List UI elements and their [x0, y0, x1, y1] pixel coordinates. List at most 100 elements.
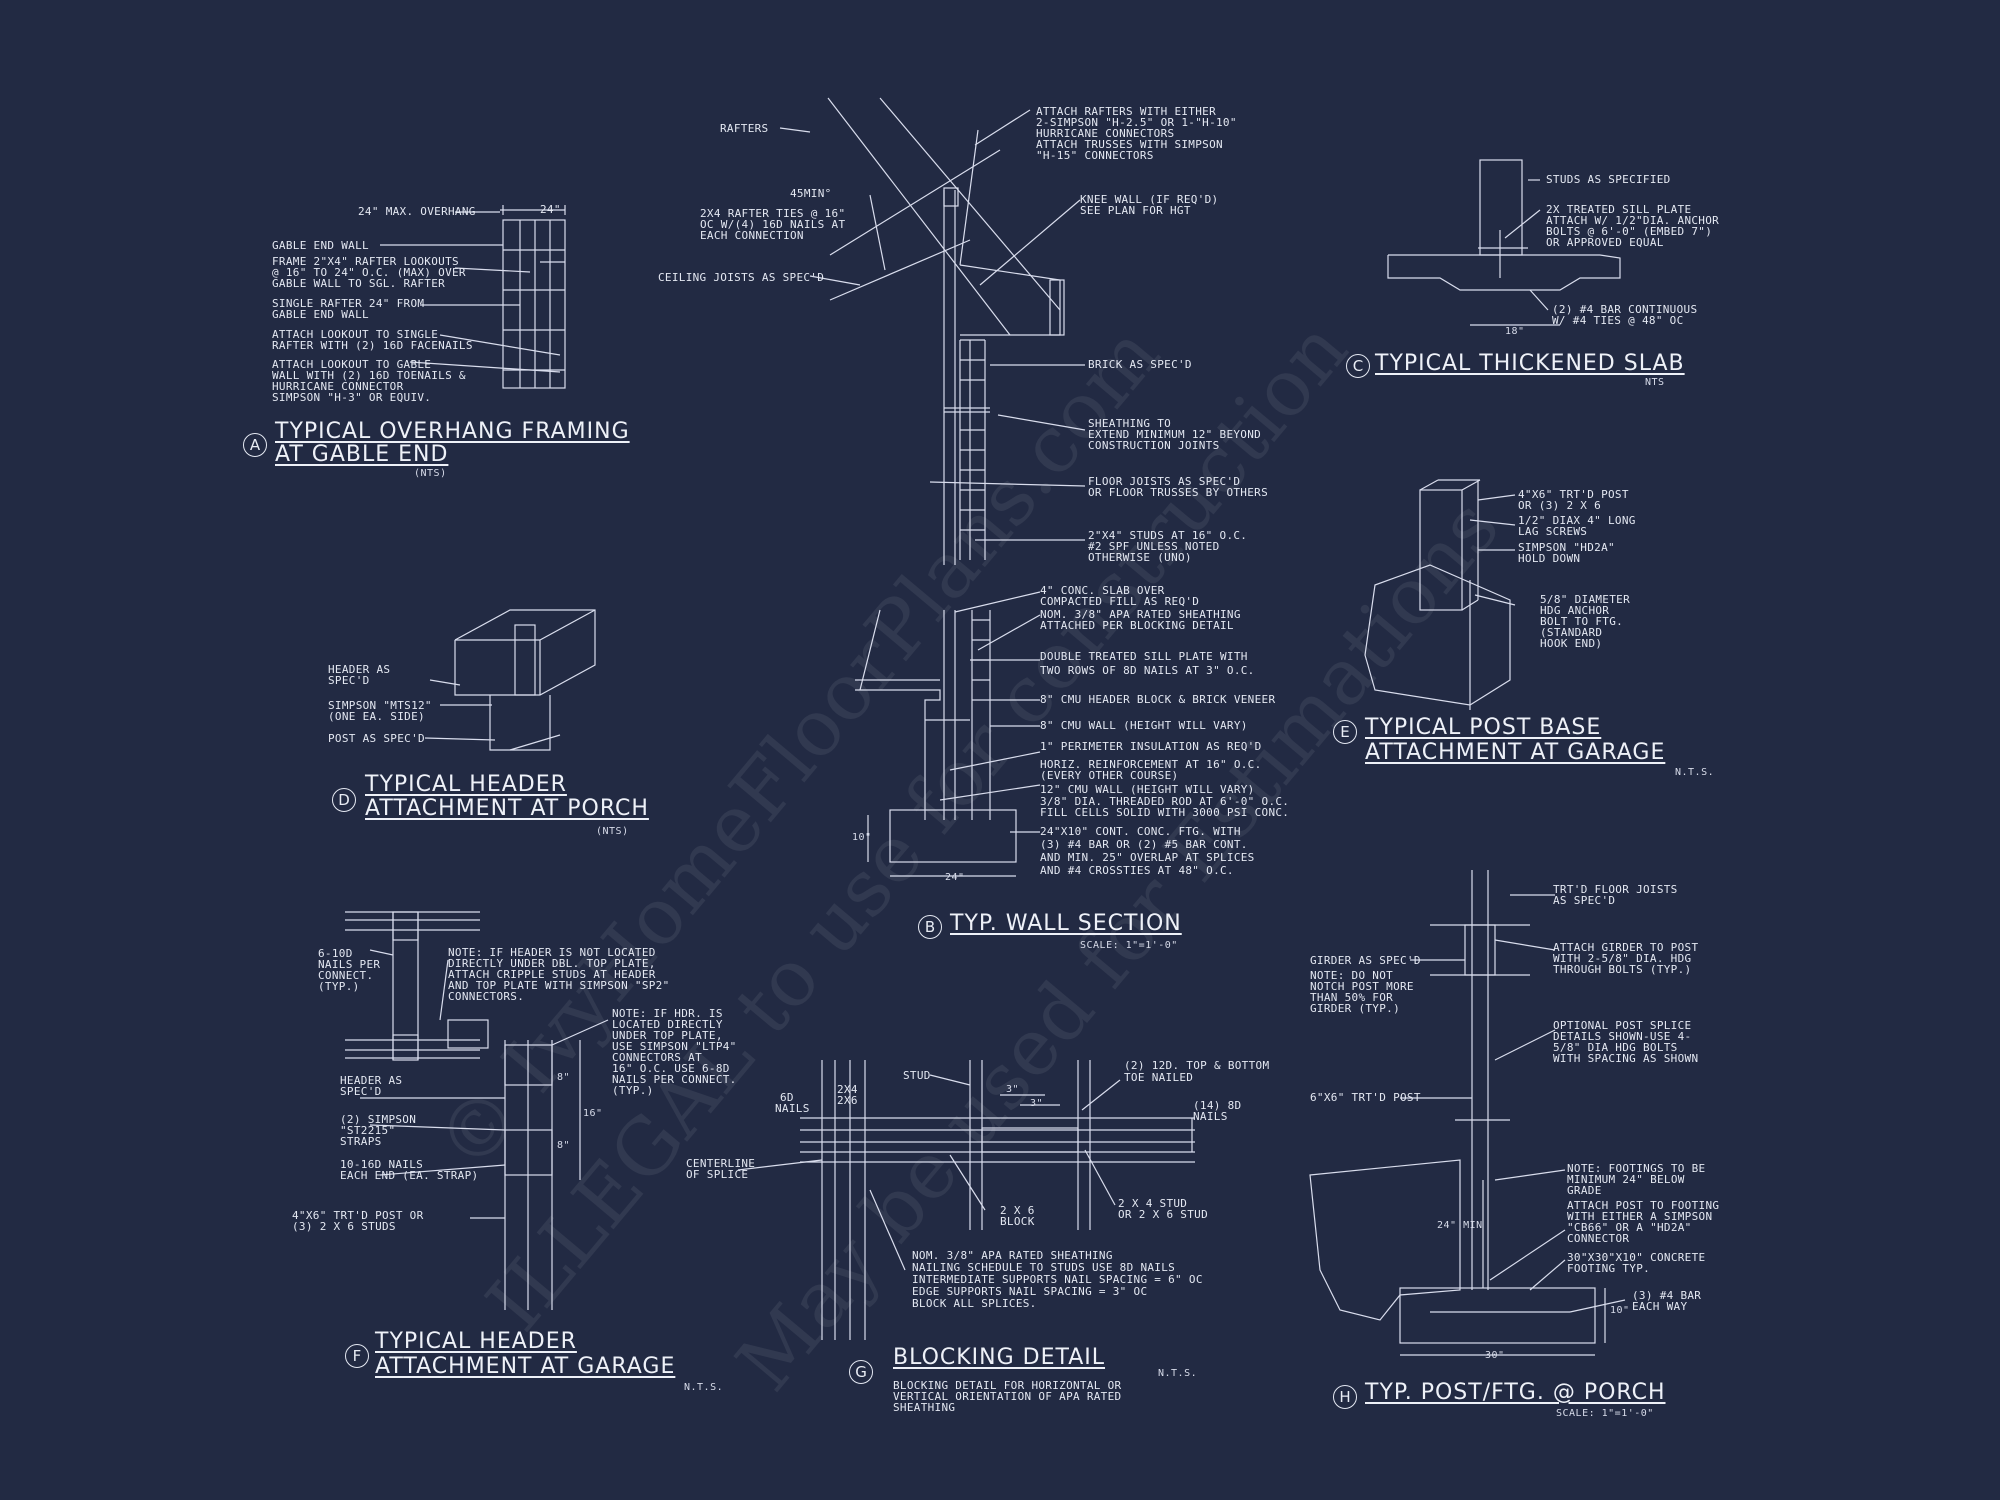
detail-a-label: 24" MAX. OVERHANG — [358, 205, 476, 218]
detail-h-label: "CB66" OR A "HD2A" — [1567, 1221, 1692, 1234]
detail-e-bubble: E — [1333, 720, 1357, 744]
detail-b-note: 4" CONC. SLAB OVER — [1040, 584, 1165, 597]
detail-b-note: FILL CELLS SOLID WITH 3000 PSI CONC. — [1040, 806, 1290, 819]
detail-c-label: ATTACH W/ 1/2"dia. ANCHOR — [1546, 214, 1720, 227]
detail-b-note: 8" CMU WALL (HEIGHT WILL VARY) — [1040, 719, 1248, 732]
detail-h-bubble: H — [1333, 1385, 1357, 1409]
detail-f-note: DIRECTLY UNDER DBL. TOP PLATE, — [448, 957, 656, 970]
detail-g-label: 2 X 4 STUD — [1118, 1197, 1188, 1210]
detail-f-note: LOCATED DIRECTLY — [612, 1018, 723, 1031]
detail-e-label: OR (3) 2 X 6 — [1518, 499, 1602, 512]
detail-c-title: TYPICAL THICKENED SLAB — [1375, 351, 1685, 376]
detail-c-label: (2) #4 BAR CONTINUOUS — [1552, 303, 1698, 316]
detail-f-note: NOTE: IF HDR. IS — [612, 1007, 723, 1020]
detail-b-note: 12" CMU WALL (HEIGHT WILL VARY) — [1040, 783, 1255, 796]
detail-d-drawing — [424, 609, 596, 751]
detail-b-note: 3/8" DIA. THREADED ROD AT 6'-0" O.C. — [1040, 795, 1290, 808]
detail-a-label: ATTACH LOOKOUT TO SINGLE — [272, 328, 439, 341]
detail-b-label: EACH CONNECTION — [700, 229, 804, 242]
detail-b-label: CEILING JOISTS AS SPEC'D — [658, 271, 825, 284]
detail-f-label: (TYP.) — [318, 980, 360, 993]
detail-h-label: WITH SPACING AS SHOWN — [1553, 1052, 1699, 1065]
detail-h-label: AS SPEC'D — [1553, 894, 1616, 907]
detail-c-label: STUDS AS SPECIFIED — [1546, 173, 1671, 186]
detail-g-label: BLOCK — [1000, 1215, 1035, 1228]
detail-h-scale: SCALE: 1"=1'-0" — [1556, 1408, 1654, 1419]
detail-h-title: TYP. POST/FTG. @ PORCH — [1365, 1380, 1666, 1405]
detail-d-label: SIMPSON "MTS12" — [328, 699, 432, 712]
detail-b-note: DOUBLE TREATED SILL PLATE WITH — [1040, 650, 1248, 663]
detail-g-label: 2 X 6 — [1000, 1204, 1035, 1217]
detail-g-scale: N.T.S. — [1158, 1368, 1198, 1379]
detail-d-scale: (NTS) — [596, 826, 629, 837]
detail-b-note: HORIZ. REINFORCEMENT AT 16" O.C. — [1040, 758, 1262, 771]
detail-e-label: 1/2" DIAx 4" LONG — [1518, 514, 1636, 527]
detail-b-note: FLOOR JOISTS AS SPEC'D — [1088, 475, 1241, 488]
detail-h-label: 5/8" DIA HDG BOLTS — [1553, 1041, 1678, 1054]
detail-h-label: EACH WAY — [1632, 1300, 1688, 1313]
detail-h-label: THROUGH BOLTS (TYP.) — [1553, 963, 1692, 976]
detail-f-note: ATTACH CRIPPLE STUDS AT HEADER — [448, 968, 656, 981]
detail-e-label: (STANDARD — [1540, 626, 1603, 639]
detail-e-label: LAG SCREWS — [1518, 525, 1588, 538]
detail-f-label: HEADER AS — [340, 1074, 403, 1087]
detail-h-label: 6"x6" TRT'D POST — [1310, 1091, 1421, 1104]
detail-g-note: INTERMEDIATE SUPPORTS NAIL SPACING = 6" … — [912, 1273, 1203, 1286]
detail-e-title: ATTACHMENT AT GARAGE — [1365, 740, 1666, 765]
detail-h-label: WITH EITHER A SIMPSON — [1567, 1210, 1713, 1223]
detail-h-label: (3) #4 BAR — [1632, 1289, 1702, 1302]
detail-b-note: TWO ROWS OF 8d NAILS AT 3" O.C. — [1040, 664, 1255, 677]
detail-h-label: GRADE — [1567, 1184, 1602, 1197]
detail-f-note: UNDER TOP PLATE, — [612, 1029, 723, 1042]
detail-b-note: 2-SIMPSON "H-2.5" OR 1-"H-10" — [1036, 116, 1237, 129]
detail-f-note: CONNECTORS. — [448, 990, 525, 1003]
detail-g-note: EDGE SUPPORTS NAIL SPACING = 3" OC — [912, 1285, 1148, 1298]
detail-h-label: NOTCH POST MORE — [1310, 980, 1414, 993]
detail-a-drawing — [380, 205, 566, 389]
detail-g-label: TOE NAILED — [1124, 1071, 1194, 1084]
detail-b-note: AND MIN. 25" OVERLAP AT SPLICES — [1040, 851, 1255, 864]
detail-a-label: FRAME 2"x4" RAFTER LOOKOUTS — [272, 255, 459, 268]
detail-c-label: BOLTS @ 6'-0" (EMBED 7") — [1546, 225, 1713, 238]
detail-b-note: ATTACH RAFTERS WITH EITHER — [1036, 105, 1216, 118]
detail-d-label: POST AS SPEC'D — [328, 732, 425, 745]
detail-h-label: ATTACH GIRDER TO POST — [1553, 941, 1699, 954]
detail-a-bubble: A — [243, 433, 267, 457]
detail-h-label: MINIMUM 24" BELOW — [1567, 1173, 1685, 1186]
detail-b-note: #2 SPF UNLESS NOTED — [1088, 540, 1220, 553]
detail-g-subtitle: VERTICAL ORIENTATION OF APA RATED — [893, 1390, 1122, 1403]
detail-g-label: 6d — [780, 1091, 794, 1104]
detail-a-label: WALL WITH (2) 16d TOENAILS & — [272, 369, 466, 382]
detail-a-label: SINGLE RAFTER 24" FROM — [272, 297, 425, 310]
detail-b-note: 1" PERIMETER INSULATION AS REQ'D — [1040, 740, 1262, 753]
detail-h-label: NOTE: FOOTINGS TO BE — [1567, 1162, 1706, 1175]
detail-e-scale: N.T.S. — [1675, 767, 1715, 778]
detail-g-label: NAILS — [775, 1102, 810, 1115]
detail-b-note: ATTACHED PER BLOCKING DETAIL — [1040, 619, 1234, 632]
detail-b-label: 2x4 RAFTER TIES @ 16" — [700, 207, 846, 220]
detail-c-label: 2x TREATED SILL PLATE — [1546, 203, 1692, 216]
detail-h-label: NOTE: DO NOT — [1310, 969, 1394, 982]
detail-c-drawing — [1387, 159, 1621, 326]
detail-c-dim: 18" — [1505, 326, 1525, 337]
detail-f-label: (3) 2 X 6 STUDS — [292, 1220, 396, 1233]
detail-b-note: SHEATHING TO — [1088, 417, 1172, 430]
detail-b-note: OTHERWISE (UNO) — [1088, 551, 1192, 564]
detail-e-label: 4"x6" TRT'D POST — [1518, 488, 1629, 501]
detail-b-note: EXTEND MINIMUM 12" BEYOND — [1088, 428, 1262, 441]
detail-b-drawing — [779, 97, 1086, 877]
detail-d-label: HEADER AS — [328, 663, 391, 676]
detail-d-label: SPEC'D — [328, 674, 370, 687]
detail-a-label: HURRICANE CONNECTOR — [272, 380, 404, 393]
detail-d-bubble: D — [332, 788, 356, 812]
detail-h-label: WITH 2-5/8" DIA. HDG — [1553, 952, 1692, 965]
detail-d-label: (ONE EA. SIDE) — [328, 710, 425, 723]
detail-b-label: RAFTERS — [720, 122, 769, 135]
detail-f-title: ATTACHMENT AT GARAGE — [375, 1354, 676, 1379]
detail-b-note: BRICK AS SPEC'D — [1088, 358, 1192, 371]
detail-f-drawing — [345, 911, 609, 1310]
detail-h-label: CONNECTOR — [1567, 1232, 1630, 1245]
detail-c-bubble: C — [1346, 354, 1370, 378]
